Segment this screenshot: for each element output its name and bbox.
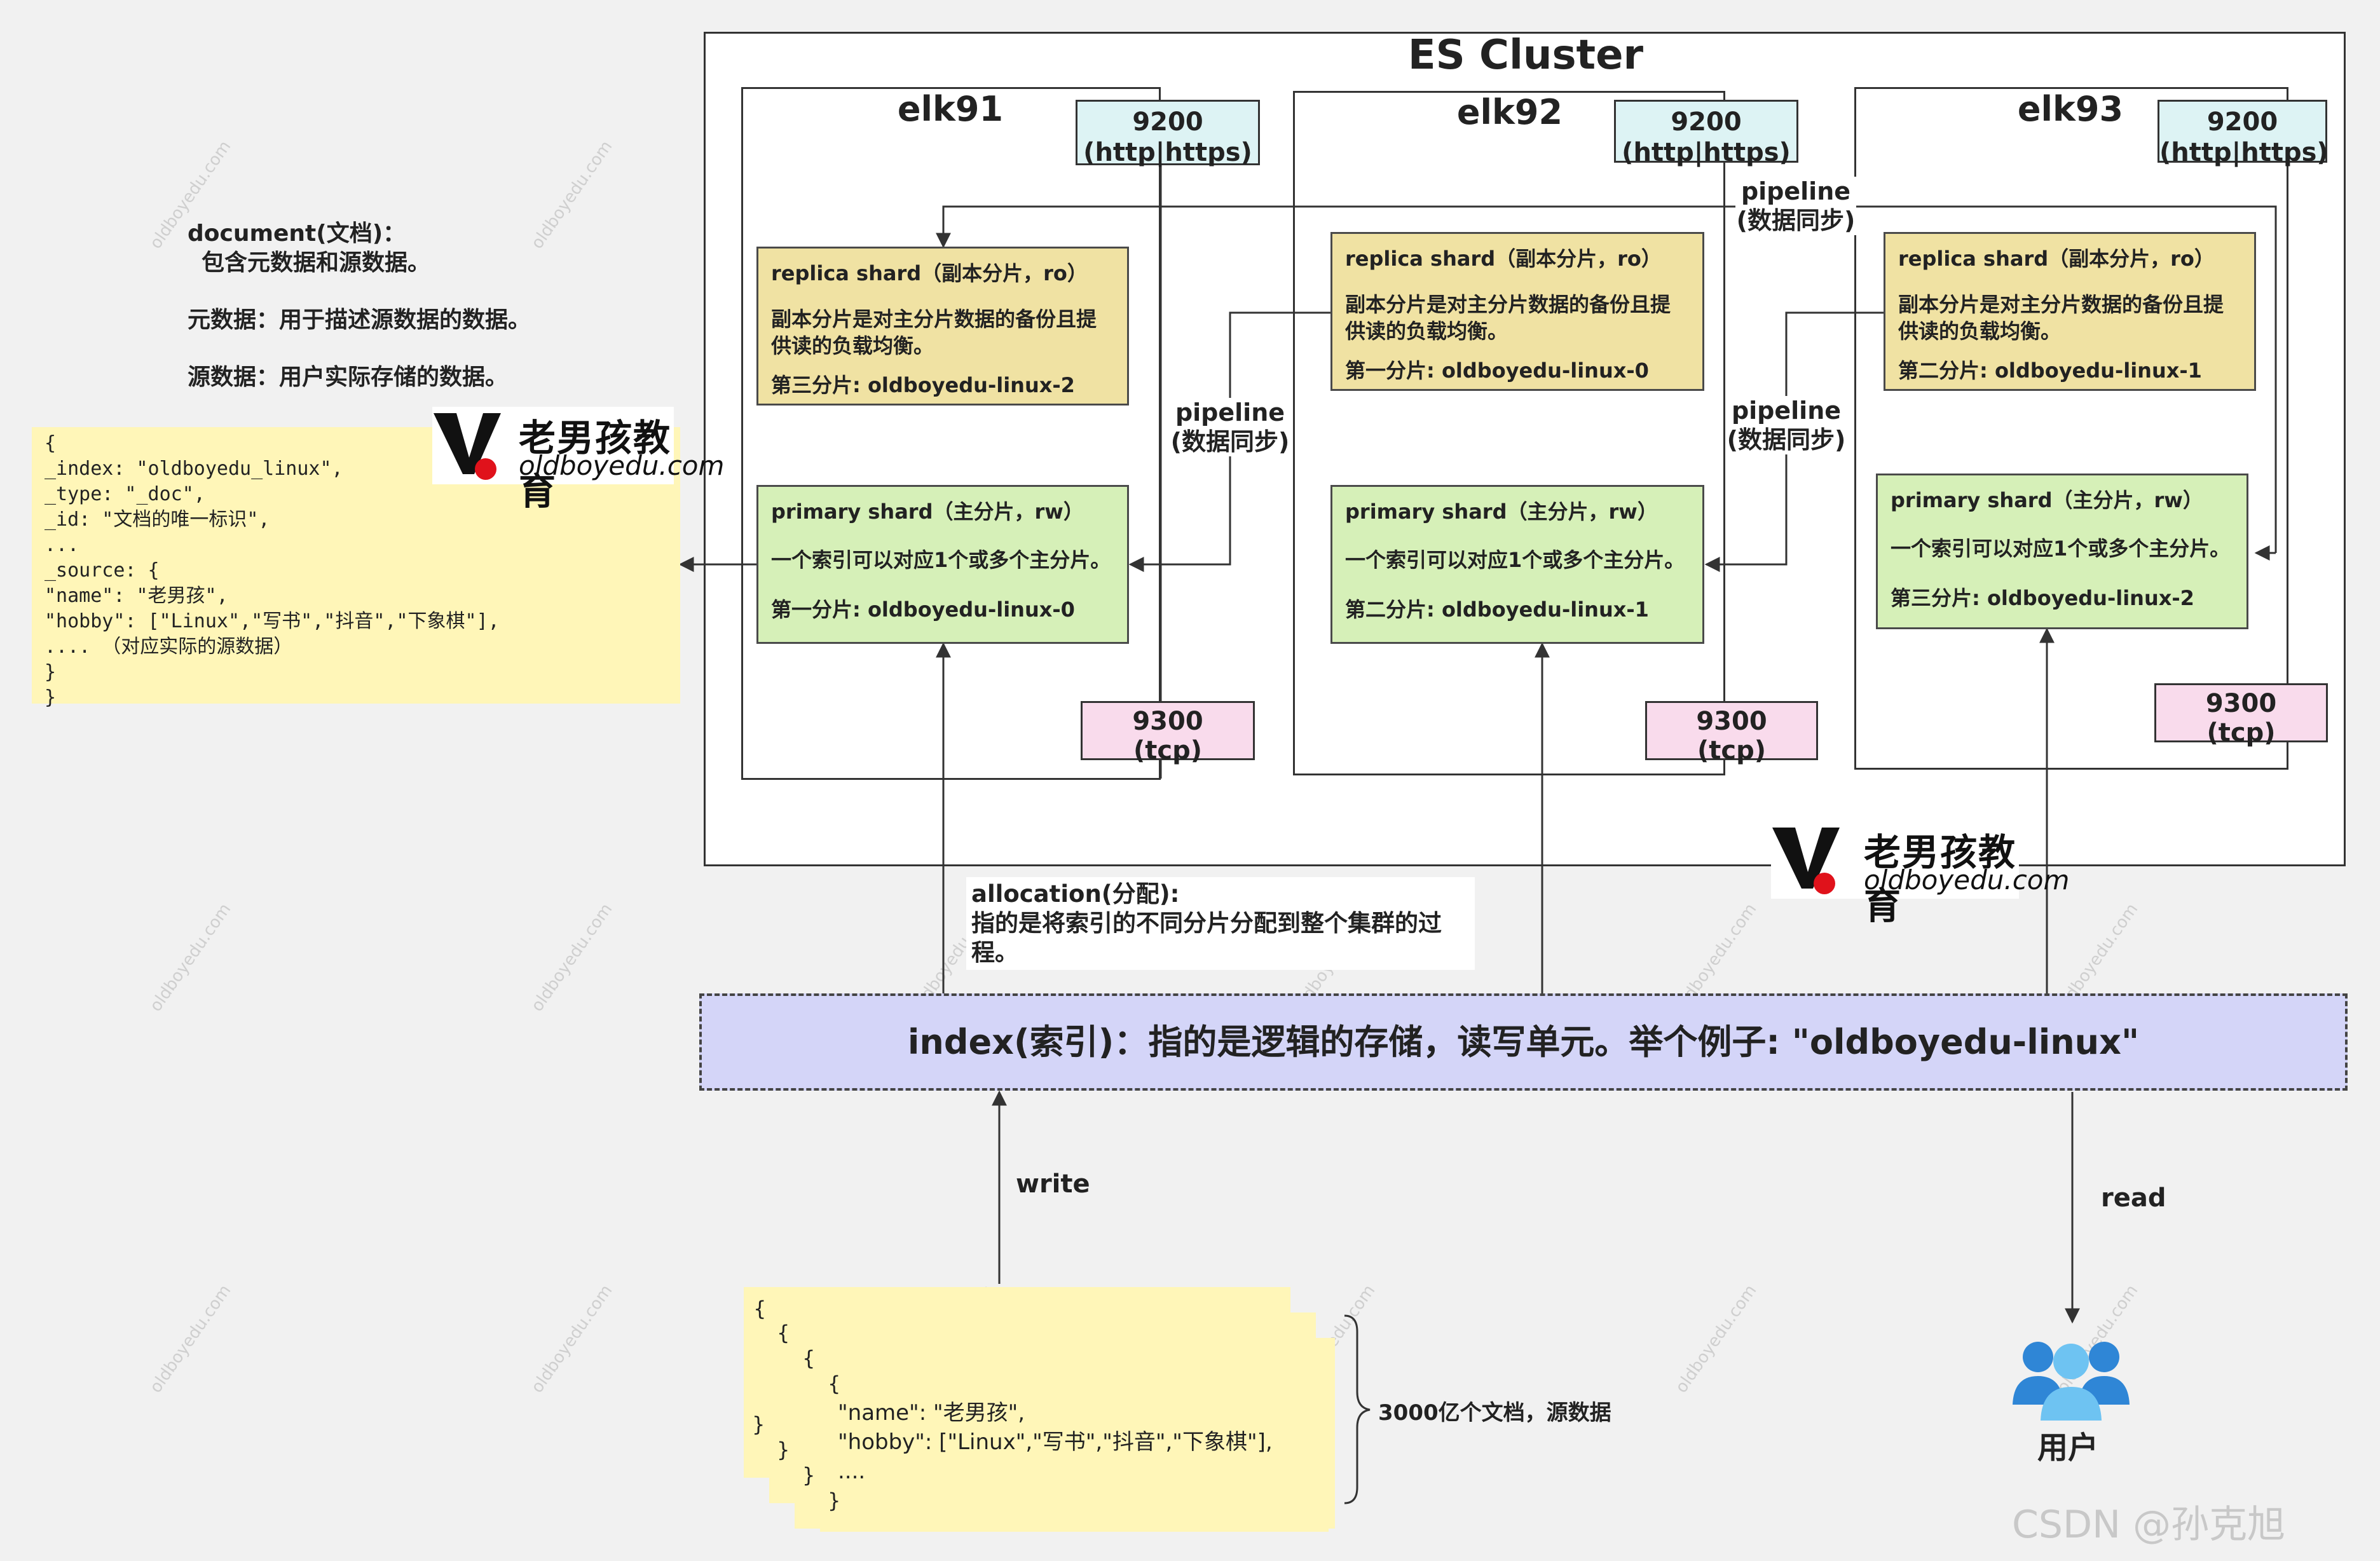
- primary-title: primary shard（主分片，rw）: [1345, 500, 1658, 524]
- replica-shard-name: 第三分片: oldboyedu-linux-2: [771, 373, 1075, 397]
- tcp-port-9300: 9300 (tcp): [2154, 683, 2328, 747]
- node-title: elk93: [2017, 89, 2124, 129]
- replica-desc: 副本分片是对主分片数据的备份且提供读的负载均衡。: [1345, 292, 1671, 343]
- primary-shard-box: primary shard（主分片，rw） 一个索引可以对应1个或多个主分片。 …: [1876, 474, 2248, 629]
- replica-shard-box: replica shard（副本分片，ro） 副本分片是对主分片数据的备份且提供…: [1330, 232, 1704, 391]
- node-elk92: [1293, 91, 1725, 775]
- node-title: elk92: [1456, 92, 1563, 132]
- brace-close: }: [752, 1412, 765, 1436]
- primary-shard-box: primary shard（主分片，rw） 一个索引可以对应1个或多个主分片。 …: [756, 485, 1129, 644]
- document-body: "name": "老男孩", "hobby": ["Linux","写书","抖…: [838, 1400, 1273, 1484]
- logo-en: oldboyedu.com: [519, 450, 725, 481]
- node-title: elk91: [897, 89, 1004, 129]
- primary-desc: 一个索引可以对应1个或多个主分片。: [771, 548, 1111, 572]
- user-group-icon: [2013, 1342, 2130, 1421]
- replica-title: replica shard（副本分片，ro）: [1345, 247, 1662, 271]
- brace: [1344, 1314, 1371, 1504]
- tcp-port-9300: 9300 (tcp): [1645, 701, 1818, 765]
- replica-shard-name: 第二分片: oldboyedu-linux-1: [1898, 358, 2202, 383]
- source-data-desc: 源数据：用户实际存储的数据。: [188, 364, 509, 390]
- document-desc: 包含元数据和源数据。: [202, 250, 431, 276]
- replica-desc: 副本分片是对主分片数据的备份且提供读的负载均衡。: [1898, 292, 2224, 343]
- brace-open: {: [802, 1346, 816, 1370]
- document-heading: document(文档)：: [188, 221, 406, 247]
- replica-shard-box: replica shard（副本分片，ro） 副本分片是对主分片数据的备份且提供…: [756, 247, 1129, 406]
- http-port-9200: 9200 (http|https): [1076, 100, 1260, 167]
- pipeline-label: pipeline (数据同步): [1726, 396, 1847, 454]
- brace-close: }: [777, 1438, 790, 1462]
- user-label: 用户: [2037, 1430, 2099, 1466]
- replica-shard-name: 第一分片: oldboyedu-linux-0: [1345, 358, 1649, 383]
- replica-title: replica shard（副本分片，ro）: [771, 261, 1088, 285]
- pipeline-label: pipeline (数据同步): [1735, 177, 1856, 235]
- document-count-annotation: 3000亿个文档，源数据: [1378, 1400, 1611, 1426]
- node-elk93: [1854, 87, 2288, 770]
- brace-open: {: [777, 1321, 790, 1345]
- primary-desc: 一个索引可以对应1个或多个主分片。: [1891, 536, 2231, 561]
- brace-open: {: [828, 1372, 841, 1396]
- http-port-9200: 9200 (http|https): [1614, 100, 1798, 167]
- primary-title: primary shard（主分片，rw）: [771, 500, 1084, 524]
- tcp-port-9300: 9300 (tcp): [1081, 701, 1255, 765]
- brand-logo: 老男孩教育 oldboyedu.com: [432, 407, 724, 513]
- read-label: read: [2101, 1183, 2166, 1213]
- replica-shard-box: replica shard（副本分片，ro） 副本分片是对主分片数据的备份且提供…: [1884, 232, 2256, 391]
- metadata-desc: 元数据：用于描述源数据的数据。: [188, 307, 531, 333]
- primary-title: primary shard（主分片，rw）: [1891, 488, 2203, 512]
- logo-cn: 老男孩教育: [519, 416, 672, 513]
- http-port-9200: 9200 (http|https): [2158, 100, 2329, 167]
- index-box: index(索引)：指的是逻辑的存储，读写单元。举个例子: "oldboyedu…: [699, 993, 2348, 1091]
- brace-open: {: [753, 1297, 767, 1321]
- replica-desc: 副本分片是对主分片数据的备份且提供读的负载均衡。: [771, 307, 1097, 358]
- pipeline-label: pipeline (数据同步): [1170, 398, 1290, 456]
- cluster-title: ES Cluster: [1407, 32, 1644, 79]
- write-label: write: [1016, 1169, 1090, 1199]
- primary-shard-name: 第三分片: oldboyedu-linux-2: [1891, 586, 2194, 610]
- stack-card: [820, 1363, 1329, 1532]
- credit-watermark: CSDN @孙克旭: [2012, 1503, 2286, 1547]
- brace-close: }: [802, 1463, 816, 1487]
- brand-logo: 老男孩教育 oldboyedu.com: [1771, 821, 2069, 927]
- primary-shard-name: 第一分片: oldboyedu-linux-0: [771, 597, 1075, 622]
- logo-mark-icon: [434, 413, 501, 480]
- primary-shard-name: 第二分片: oldboyedu-linux-1: [1345, 597, 1649, 622]
- allocation-label: allocation(分配): 指的是将索引的不同分片分配到整个集群的过程。: [966, 877, 1475, 970]
- node-elk91: [741, 87, 1161, 780]
- logo-en: oldboyedu.com: [1864, 864, 2070, 896]
- brace-close: }: [828, 1489, 841, 1513]
- replica-title: replica shard（副本分片，ro）: [1898, 247, 2215, 271]
- pipeline-line: [936, 205, 2277, 553]
- primary-desc: 一个索引可以对应1个或多个主分片。: [1345, 548, 1685, 572]
- logo-mark-icon: [1772, 828, 1840, 894]
- primary-shard-box: primary shard（主分片，rw） 一个索引可以对应1个或多个主分片。 …: [1330, 485, 1704, 644]
- logo-cn: 老男孩教育: [1864, 831, 2017, 927]
- document-description: document(文档)： 包含元数据和源数据。 元数据：用于描述源数据的数据。…: [188, 219, 633, 392]
